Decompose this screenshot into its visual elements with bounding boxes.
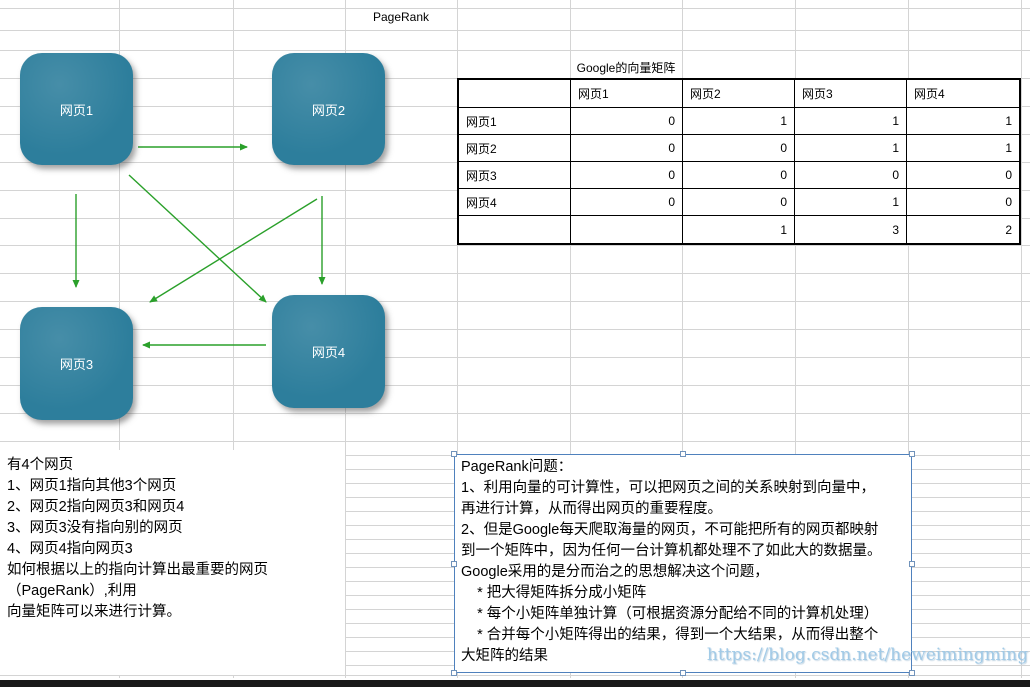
matrix-cell[interactable]: 0 (683, 135, 795, 162)
notes-right-line: 到一个矩阵中，因为任何一台计算机都处理不了如此大的数据量。 (461, 543, 882, 559)
pagerank-textbox[interactable]: PageRank问题： 1、利用向量的可计算性，可以把网页之间的关系映射到向量中… (451, 451, 915, 676)
matrix-corner-cell[interactable] (459, 80, 571, 108)
matrix-col-header-3[interactable]: 网页3 (795, 80, 907, 108)
notes-left-line: 1、网页1指向其他3个网页 (7, 478, 177, 494)
notes-right-line: Google采用的是分而治之的思想解决这个问题， (461, 564, 769, 580)
pagerank-textbox-body[interactable]: PageRank问题： 1、利用向量的可计算性，可以把网页之间的关系映射到向量中… (454, 454, 912, 673)
notes-left-line: （PageRank）,利用 (7, 583, 137, 599)
notes-left-line: 有4个网页 (7, 457, 74, 473)
matrix-cell[interactable]: 0 (683, 189, 795, 216)
matrix-cell[interactable]: 0 (571, 189, 683, 216)
selection-handle[interactable] (909, 670, 915, 676)
notes-left-line: 4、网页4指向网页3 (7, 541, 133, 557)
notes-right-line: * 每个小矩阵单独计算（可根据资源分配给不同的计算机处理） (461, 606, 879, 622)
selection-handle[interactable] (680, 451, 686, 457)
matrix-cell[interactable]: 0 (795, 162, 907, 189)
selection-handle[interactable] (680, 670, 686, 676)
notes-left-line: 如何根据以上的指向计算出最重要的网页 (7, 562, 268, 578)
matrix-cell[interactable]: 0 (683, 162, 795, 189)
notes-right-line: 再进行计算，从而得出网页的重要程度。 (461, 501, 722, 517)
matrix-cell[interactable]: 0 (907, 162, 1019, 189)
matrix-cell[interactable]: 0 (571, 162, 683, 189)
matrix-cell[interactable]: 1 (907, 108, 1019, 135)
matrix-cell[interactable]: 1 (795, 189, 907, 216)
selection-handle[interactable] (451, 560, 457, 567)
node-webpage4[interactable]: 网页4 (272, 295, 385, 408)
matrix-row-header-4[interactable]: 网页4 (459, 189, 571, 216)
matrix-cell[interactable]: 1 (795, 135, 907, 162)
sheet-title-cell[interactable]: PageRank (372, 10, 430, 24)
node-webpage1-label: 网页1 (59, 102, 94, 118)
node-webpage4-label: 网页4 (311, 345, 346, 360)
window-bottom-edge (0, 680, 1030, 687)
matrix-title-cell[interactable]: Google的向量矩阵 (576, 61, 676, 75)
selection-handle[interactable] (909, 451, 915, 457)
matrix-cell[interactable]: 1 (907, 135, 1019, 162)
matrix-cell[interactable]: 1 (683, 108, 795, 135)
node-webpage3[interactable]: 网页3 (20, 307, 133, 420)
matrix-cell[interactable]: 1 (795, 108, 907, 135)
matrix-row-header-2[interactable]: 网页2 (459, 135, 571, 162)
notes-left-line: 向量矩阵可以来进行计算。 (7, 604, 181, 620)
matrix-col-header-2[interactable]: 网页2 (683, 80, 795, 108)
selection-handle[interactable] (909, 560, 915, 567)
notes-left-textblock[interactable]: 有4个网页 1、网页1指向其他3个网页 2、网页2指向网页3和网页4 3、网页3… (0, 450, 345, 675)
matrix-sum-cell[interactable]: 2 (1005, 222, 1012, 237)
matrix-sum-cell[interactable]: 3 (795, 216, 907, 243)
notes-left-line: 3、网页3没有指向别的网页 (7, 520, 183, 536)
matrix-cell[interactable]: 0 (907, 189, 1019, 216)
node-webpage2[interactable]: 网页2 (272, 53, 385, 165)
matrix-col-header-4[interactable]: 网页4 (907, 80, 1019, 108)
notes-right-line: 2、但是Google每天爬取海量的网页，不可能把所有的网页都映射 (461, 522, 879, 538)
matrix-row-header-1[interactable]: 网页1 (459, 108, 571, 135)
notes-right-line: 大矩阵的结果 (461, 648, 548, 664)
matrix-sum-cell[interactable]: 1 (683, 216, 795, 243)
notes-right-line: * 合并每个小矩阵得出的结果，得到一个大结果，从而得出整个 (461, 627, 879, 643)
node-webpage2-label: 网页2 (311, 102, 346, 118)
node-webpage3-label: 网页3 (59, 357, 94, 372)
notes-left-line: 2、网页2指向网页3和网页4 (7, 499, 185, 515)
node-webpage1[interactable]: 网页1 (20, 53, 133, 165)
matrix-cell[interactable]: 0 (571, 108, 683, 135)
matrix-col-header-1[interactable]: 网页1 (571, 80, 683, 108)
matrix-sum-cell[interactable] (571, 216, 683, 243)
vector-matrix-table: 网页1 网页2 网页3 网页4 网页1 0 1 1 1 网页2 0 0 1 1 … (457, 78, 1021, 245)
selection-handle[interactable] (451, 451, 457, 457)
notes-right-line: * 把大得矩阵拆分成小矩阵 (461, 585, 647, 601)
notes-right-line: 1、利用向量的可计算性，可以把网页之间的关系映射到向量中， (461, 480, 876, 496)
matrix-cell[interactable]: 0 (571, 135, 683, 162)
matrix-row-header-3[interactable]: 网页3 (459, 162, 571, 189)
selection-handle[interactable] (451, 670, 457, 676)
matrix-sum-label[interactable] (459, 216, 571, 243)
notes-right-line: PageRank问题： (461, 459, 573, 475)
